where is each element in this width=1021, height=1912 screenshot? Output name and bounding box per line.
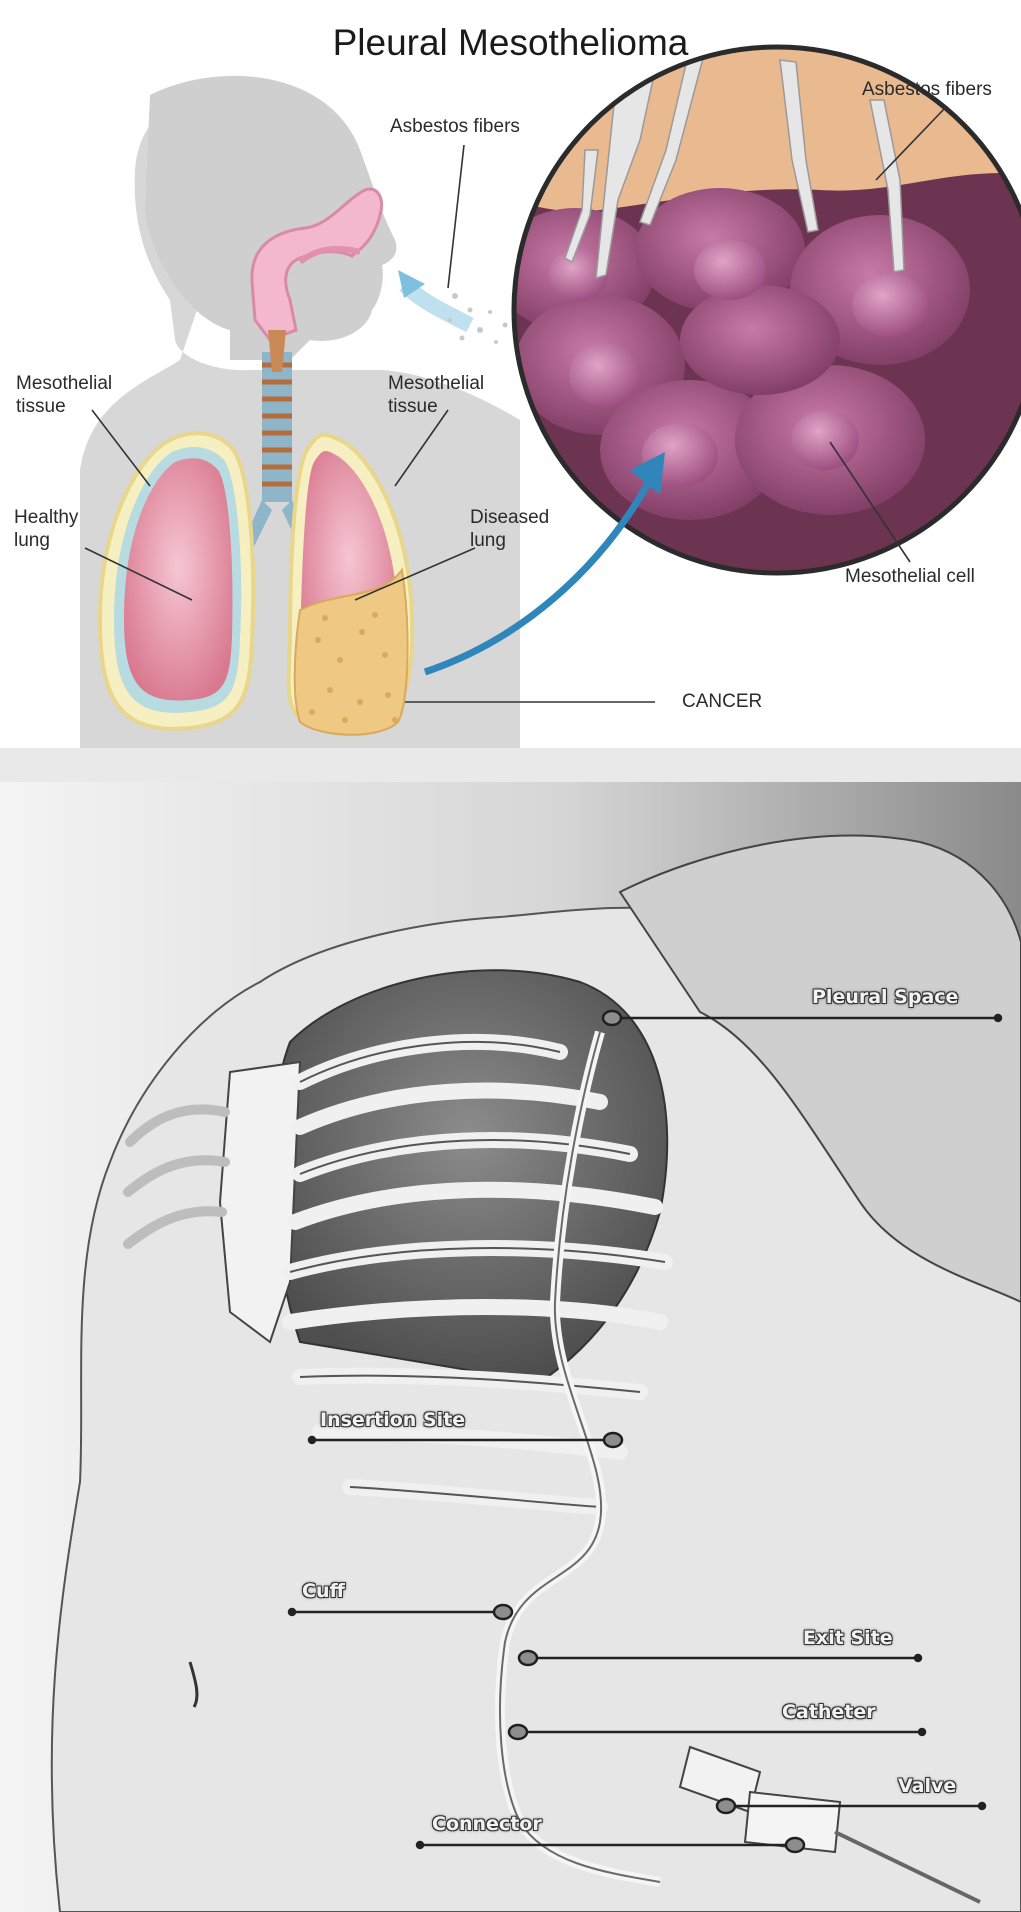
label-asbestos-fibers-left: Asbestos fibers	[390, 115, 520, 138]
catheter-drawing	[0, 782, 1021, 1912]
label-cancer: CANCER	[682, 690, 762, 713]
mesothelioma-drawing	[0, 0, 1021, 748]
label-pleural-space: Pleural Space	[812, 986, 958, 1008]
label-catheter: Catheter	[782, 1701, 876, 1723]
mesothelioma-illustration: Pleural Mesothelioma Asbestos fibers Asb…	[0, 0, 1021, 748]
pleural-catheter-illustration: Pleural Space Insertion Site Cuff Exit S…	[0, 782, 1021, 1912]
magnified-cells	[495, 47, 1021, 573]
label-cuff: Cuff	[302, 1580, 345, 1602]
label-connector: Connector	[432, 1813, 542, 1835]
panel-divider	[0, 748, 1021, 782]
label-healthy-lung: Healthy lung	[14, 506, 78, 552]
inhaled-fibers	[398, 270, 508, 344]
label-mesothelial-cell: Mesothelial cell	[845, 565, 975, 588]
label-valve: Valve	[898, 1775, 956, 1797]
label-mesothelial-tissue-right: Mesothelial tissue	[388, 372, 484, 418]
label-asbestos-fibers-right: Asbestos fibers	[862, 78, 992, 101]
label-mesothelial-tissue-left: Mesothelial tissue	[16, 372, 112, 418]
diagram-title: Pleural Mesothelioma	[0, 22, 1021, 64]
label-diseased-lung: Diseased lung	[470, 506, 549, 552]
label-insertion-site: Insertion Site	[320, 1409, 465, 1431]
label-exit-site: Exit Site	[803, 1627, 893, 1649]
